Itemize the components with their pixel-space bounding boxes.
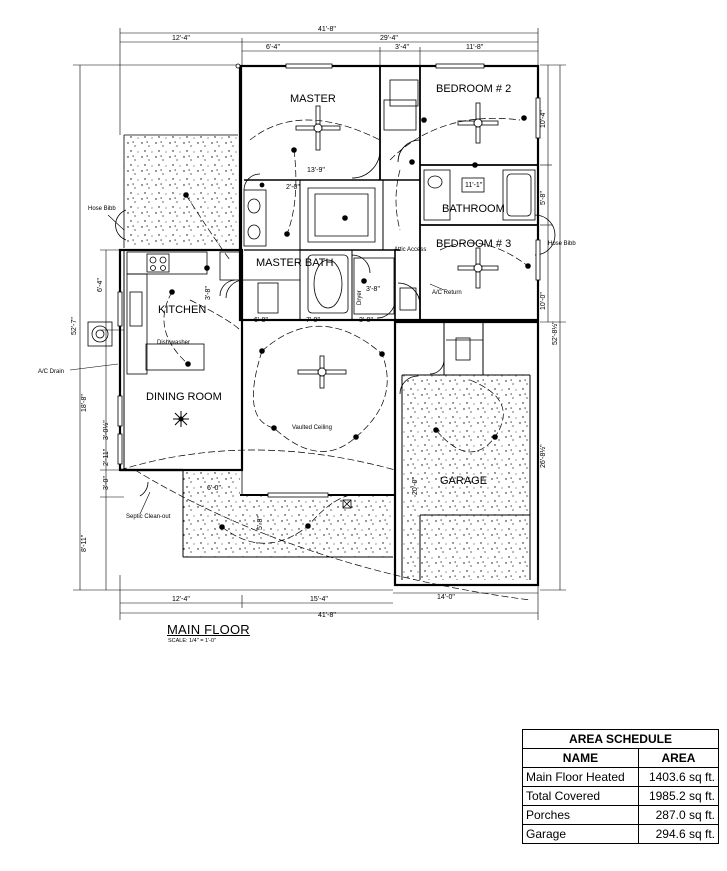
dim-left-b: 18'-8" — [81, 394, 88, 412]
area-col-area: AREA — [637, 748, 720, 768]
dim-right-d: 26'-8½" — [539, 444, 547, 468]
note-vaulted-ceiling: Vaulted Ceiling — [292, 425, 332, 431]
area-row-value: 1985.2 sq ft. — [637, 786, 720, 806]
room-master: MASTER — [290, 93, 336, 105]
notes: Hose Bibb Hose Bibb A/C Drain Septic Cle… — [38, 206, 576, 520]
table-row: Porches 287.0 sq ft. — [522, 805, 720, 825]
dim-right-overall: 52'-8½" — [551, 321, 559, 345]
room-kitchen: KITCHEN — [158, 304, 206, 316]
dim-right-b: 5'-8" — [540, 191, 547, 205]
area-row-name: Garage — [522, 824, 639, 844]
doors — [115, 139, 556, 497]
dim-bottom-overall: 41'-8" — [318, 612, 336, 619]
dimension-lines — [73, 28, 566, 620]
windows — [117, 63, 541, 498]
note-ac-drain: A/C Drain — [38, 369, 64, 375]
note-dish-washer: Dish washer — [157, 340, 190, 346]
dim-right-c: 10'-0" — [540, 292, 547, 310]
area-row-name: Main Floor Heated — [522, 767, 639, 787]
dim-left-d: 8'-11" — [81, 534, 88, 552]
dim-top-right: 29'-4" — [380, 35, 398, 42]
ceiling-fans — [173, 102, 499, 427]
kitchen-fixtures — [87, 251, 241, 375]
area-row-name: Total Covered — [522, 786, 639, 806]
bath-fixtures — [243, 79, 536, 361]
area-row-name: Porches — [522, 805, 639, 825]
dim-bottom-mid: 15'-4" — [310, 596, 328, 603]
dim-master-width: 13'-9" — [307, 167, 325, 174]
dim-top-overall: 41'-8" — [318, 26, 336, 33]
note-ac-return: A/C Return — [432, 290, 462, 296]
room-master-bath: MASTER BATH — [256, 257, 333, 269]
dim-bottom-left: 12'-4" — [172, 596, 190, 603]
dim-small-2: 3'-8" — [366, 286, 380, 293]
table-row: Main Floor Heated 1403.6 sq ft. — [522, 767, 720, 787]
floor-plan: MASTER BEDROOM # 2 BATHROOM BEDROOM # 3 … — [38, 26, 576, 620]
dim-left-f: 2'-11" — [103, 448, 110, 466]
note-dryer: Dryer — [357, 290, 363, 305]
dim-small-1: 2'-0" — [286, 184, 300, 191]
area-row-value: 287.0 sq ft. — [637, 805, 720, 825]
walls — [118, 64, 540, 587]
dim-porch-depth: 5'-8" — [257, 516, 264, 530]
room-bathroom: BATHROOM — [442, 203, 505, 215]
room-labels: MASTER BEDROOM # 2 BATHROOM BEDROOM # 3 … — [146, 83, 511, 487]
table-row: Total Covered 1985.2 sq ft. — [522, 786, 720, 806]
dim-top-a: 6'-4" — [266, 44, 280, 51]
area-schedule-table: AREA SCHEDULE NAME AREA Main Floor Heate… — [522, 729, 720, 844]
dim-hall-a: 6'-8" — [254, 317, 268, 324]
note-hose-bibb-left: Hose Bibb — [88, 206, 116, 212]
area-col-name: NAME — [522, 748, 639, 768]
dim-hall-c: 3'-8" — [359, 317, 373, 324]
drawing-title: MAIN FLOOR — [167, 622, 250, 637]
porch-hatching — [124, 135, 530, 580]
equipment-symbols — [235, 63, 352, 509]
dim-hall-b: 7'-0" — [306, 317, 320, 324]
note-hose-bibb-right: Hose Bibb — [548, 241, 576, 247]
note-septic: Septic Clean-out — [126, 514, 171, 520]
dim-garage-width: 14'-0" — [437, 594, 455, 601]
area-schedule-title: AREA SCHEDULE — [522, 729, 719, 749]
drawing-scale: SCALE: 1/4" = 1'-0" — [168, 638, 216, 644]
area-row-value: 294.6 sq ft. — [637, 824, 720, 844]
dim-porch: 6'-0" — [207, 485, 221, 492]
dim-small-3: 11'-1" — [465, 182, 483, 189]
dim-left-overall: 52'-7" — [71, 317, 78, 335]
dim-right-a: 10'-4" — [540, 110, 547, 128]
room-bedroom-3: BEDROOM # 3 — [436, 238, 511, 250]
dim-left-c: 3'-0" — [103, 476, 110, 490]
note-attic-access: Attic Access — [394, 247, 426, 253]
room-bedroom-2: BEDROOM # 2 — [436, 83, 511, 95]
room-garage: GARAGE — [440, 475, 487, 487]
room-dining-room: DINING ROOM — [146, 391, 222, 403]
dimension-labels: 41'-8" 12'-4" 29'-4" 6'-4" 3'-4" 11'-8" … — [71, 26, 559, 619]
area-row-value: 1403.6 sq ft. — [637, 767, 720, 787]
table-row: Garage 294.6 sq ft. — [522, 824, 720, 844]
dim-kitchen-h: 3'-8" — [205, 286, 212, 300]
dim-garage-depth: 20'-0" — [412, 477, 419, 495]
dim-top-left: 12'-4" — [172, 35, 190, 42]
dim-top-b: 3'-4" — [395, 44, 409, 51]
dim-left-e: 3'-0½" — [102, 420, 110, 440]
dim-left-a: 6'-4" — [97, 278, 104, 292]
dim-top-c: 11'-8" — [466, 44, 484, 51]
